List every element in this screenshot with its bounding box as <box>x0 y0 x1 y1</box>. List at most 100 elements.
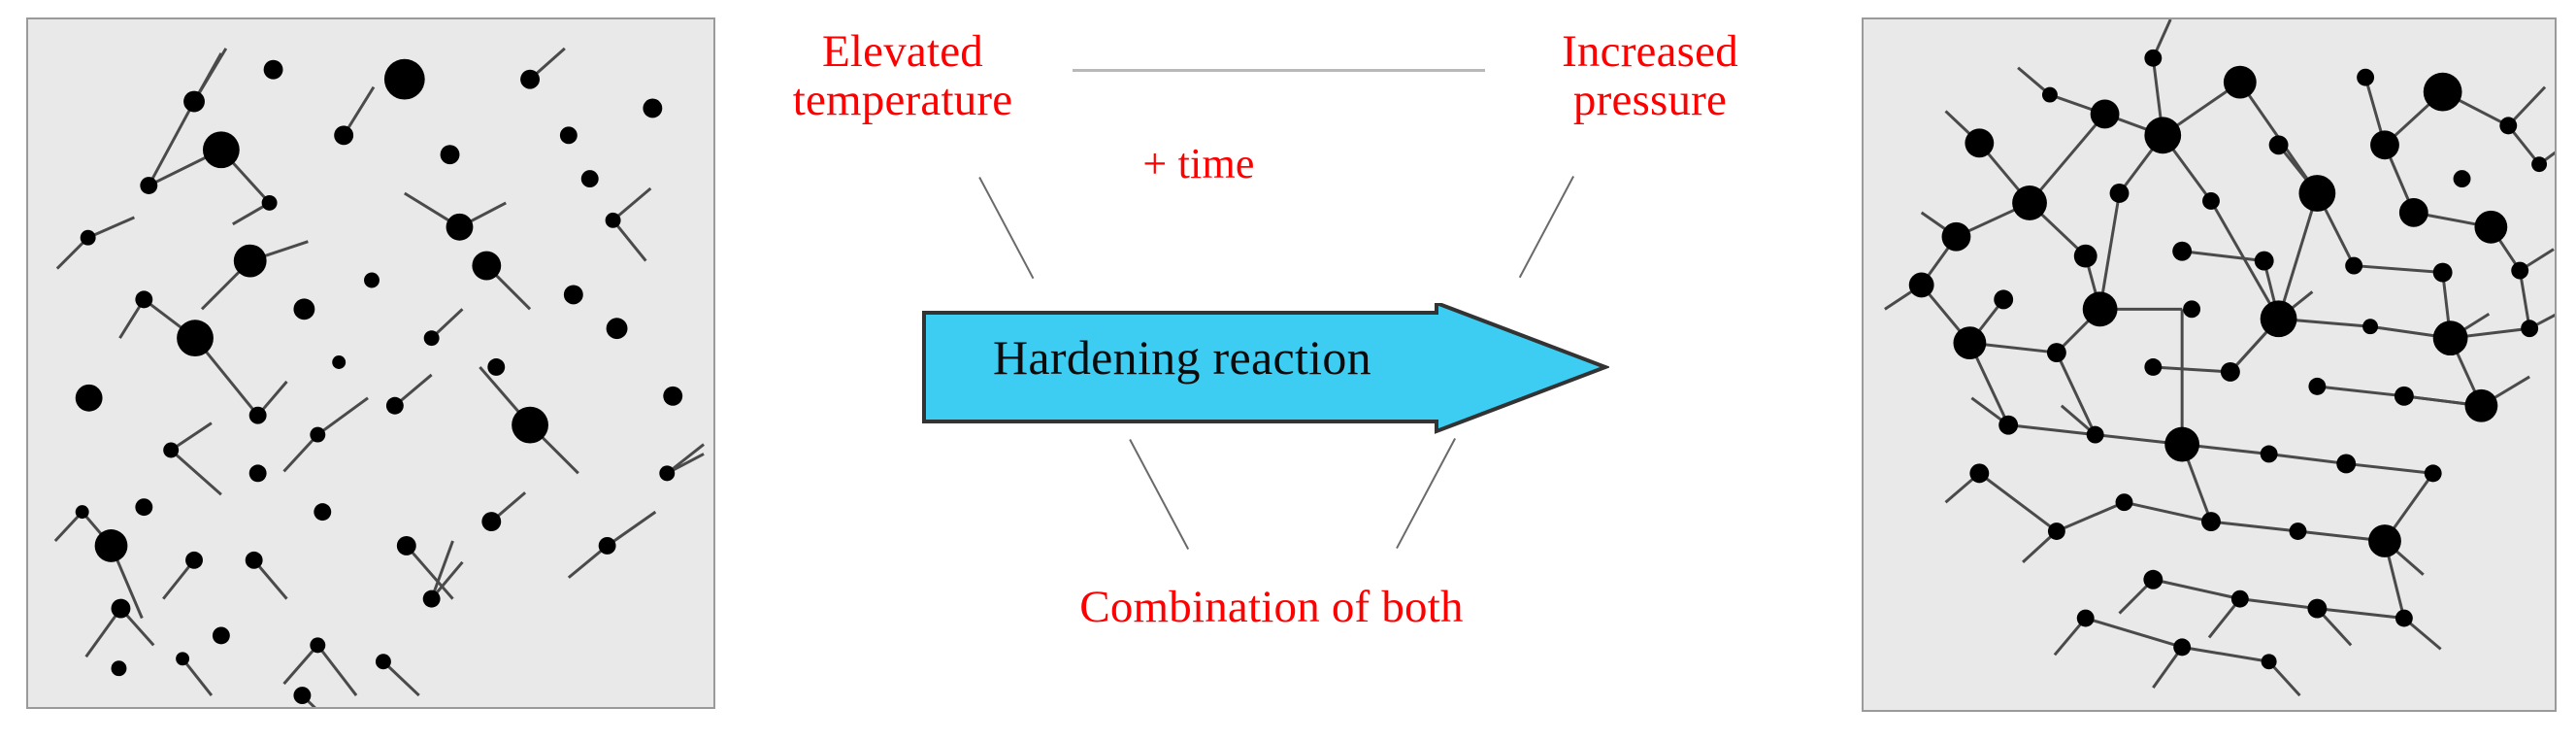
polymer-node <box>248 464 267 483</box>
polymer-bond <box>2518 270 2531 329</box>
polymer-stub <box>282 644 319 686</box>
polymer-node <box>563 285 583 305</box>
polymer-node <box>2183 300 2201 319</box>
polymer-node <box>202 131 240 169</box>
polymer-node <box>2453 170 2471 188</box>
polymer-node <box>2172 241 2193 261</box>
polymer-node <box>2394 386 2414 406</box>
polymer-bond <box>2056 500 2126 533</box>
polymer-node <box>2521 320 2539 338</box>
polymer-node <box>1908 272 1934 298</box>
cured-polymer-panel <box>1862 17 2557 712</box>
polymer-bond <box>2055 352 2097 436</box>
polymer-bond <box>430 540 454 600</box>
polymer-node <box>2143 569 2163 589</box>
polymer-bond <box>2317 385 2405 398</box>
polymer-node <box>1998 415 2019 435</box>
polymer-node <box>80 229 96 246</box>
polymer-node <box>2082 291 2118 327</box>
polymer-node <box>1953 326 1987 360</box>
polymer-node <box>183 90 205 113</box>
polymer-node <box>135 498 153 517</box>
label-elevated-temperature: Elevated temperature <box>792 26 1013 126</box>
polymer-bond <box>2210 520 2298 533</box>
polymer-node <box>2307 598 2328 619</box>
polymer-node <box>2223 65 2257 99</box>
polymer-node <box>2261 654 2277 670</box>
polymer-node <box>2394 609 2413 627</box>
polymer-node <box>2511 261 2529 280</box>
polymer-node <box>263 59 283 80</box>
polymer-node <box>310 637 326 654</box>
polymer-node <box>2362 319 2379 335</box>
polymer-node <box>2012 185 2047 220</box>
polymer-bond <box>2181 645 2269 663</box>
connector-tick-pressure <box>1518 176 1574 279</box>
polymer-node <box>2109 184 2130 203</box>
polymer-node <box>2260 445 2278 463</box>
connector-tick-temperature <box>978 177 1035 280</box>
arrow-label-hardening-reaction: Hardening reaction <box>993 330 1371 385</box>
polymer-node <box>2298 175 2336 212</box>
polymer-bond <box>2268 453 2347 465</box>
polymer-node <box>2173 638 2192 657</box>
polymer-node <box>332 355 347 369</box>
polymer-node <box>385 396 404 415</box>
polymer-node <box>663 386 683 406</box>
polymer-stub <box>282 433 319 473</box>
polymer-bond <box>2153 578 2241 601</box>
polymer-bond <box>147 100 196 186</box>
polymer-node <box>2202 191 2220 210</box>
polymer-stub <box>170 421 213 452</box>
polymer-node <box>383 58 425 100</box>
polymer-node <box>1965 128 1995 158</box>
polymer-node <box>472 251 502 281</box>
polymer-node <box>2432 262 2453 283</box>
polymer-node <box>140 177 158 194</box>
polymer-node <box>293 298 315 320</box>
label-combination-of-both: Combination of both <box>1079 582 1464 632</box>
polymer-bond <box>2124 500 2212 523</box>
polymer-node <box>2398 197 2428 227</box>
polymer-node <box>2047 522 2065 540</box>
polymer-node <box>364 272 380 288</box>
polymer-node <box>2115 493 2133 512</box>
label-increased-pressure: Increased pressure <box>1562 26 1738 126</box>
polymer-node <box>314 503 332 522</box>
polymer-node <box>2474 210 2508 244</box>
polymer-node <box>245 551 263 569</box>
polymer-bond <box>2028 113 2106 204</box>
polymer-stub <box>611 186 652 221</box>
polymer-stub <box>2507 85 2547 127</box>
polymer-node <box>2423 72 2462 112</box>
polymer-node <box>2164 426 2200 462</box>
polymer-node <box>212 626 230 645</box>
uncured-stub-group <box>53 47 705 707</box>
polymer-node <box>440 145 460 165</box>
polymer-node <box>606 318 628 340</box>
polymer-node <box>605 212 621 228</box>
polymer-bond <box>2346 461 2433 475</box>
polymer-bond <box>2181 250 2264 263</box>
polymer-node <box>520 69 541 89</box>
polymer-node <box>2220 362 2240 382</box>
polymer-node <box>2289 522 2307 540</box>
polymer-node <box>2424 464 2442 483</box>
top-divider-line <box>1073 69 1485 72</box>
polymer-node <box>310 426 326 443</box>
label-plus-time: + time <box>1142 140 1255 187</box>
polymer-node <box>2090 99 2120 129</box>
polymer-node <box>2345 256 2363 275</box>
polymer-bond <box>316 644 358 696</box>
polymer-node <box>423 330 440 347</box>
polymer-node <box>2357 68 2375 86</box>
polymer-node <box>2499 117 2518 135</box>
polymer-bond <box>170 449 222 496</box>
cured-node-group <box>1908 49 2548 670</box>
polymer-bond <box>2239 597 2318 611</box>
polymer-node <box>185 551 203 569</box>
polymer-node <box>580 170 599 188</box>
polymer-bond <box>611 219 647 262</box>
cured-network-graphic <box>1884 19 2555 697</box>
polymer-node <box>2254 251 2274 271</box>
